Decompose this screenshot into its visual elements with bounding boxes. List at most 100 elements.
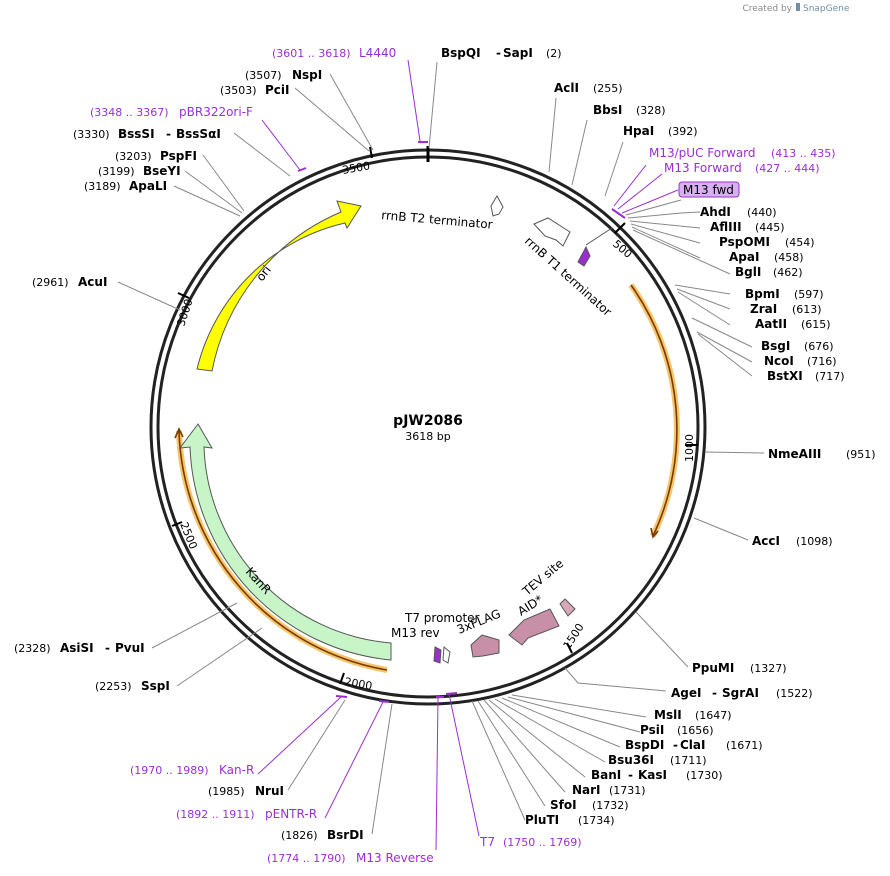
site-ncoi[interactable]: NcoI xyxy=(764,354,794,368)
orf-arc-right-line xyxy=(630,284,678,537)
site-pos: (462) xyxy=(773,266,803,279)
primer-l4440[interactable]: L4440 xyxy=(359,46,396,60)
feature-aid xyxy=(508,608,560,646)
site-hpai[interactable]: HpaI xyxy=(623,124,654,138)
primer-kan-r[interactable]: Kan-R xyxy=(219,763,254,777)
feature-tev-site xyxy=(559,598,576,617)
site-afliii[interactable]: AflIII xyxy=(710,220,742,234)
site-nspi[interactable]: NspI xyxy=(292,68,322,82)
tick-mark xyxy=(177,292,190,299)
primer-m13-puc-forward[interactable]: M13/pUC Forward xyxy=(649,146,756,160)
site-pos: (1734) xyxy=(578,814,615,827)
site-pos: (3507) xyxy=(245,69,282,82)
site-acli[interactable]: AclI xyxy=(554,81,579,95)
site-bsssai[interactable]: BssSαI xyxy=(176,127,221,141)
primer-m13-forward[interactable]: M13 Forward xyxy=(664,161,742,175)
site-leader-lines xyxy=(117,61,765,835)
site-pvui[interactable]: PvuI xyxy=(115,641,145,655)
leader-line xyxy=(233,132,291,177)
site-pspomi[interactable]: PspOMI xyxy=(719,235,770,249)
site-acci[interactable]: AccI xyxy=(752,534,780,548)
site-agei[interactable]: AgeI xyxy=(671,686,701,700)
site-pos: (2961) xyxy=(32,276,69,289)
leader-line xyxy=(176,627,263,687)
site-nrui[interactable]: NruI xyxy=(255,784,284,798)
site-msli[interactable]: MslI xyxy=(654,708,682,722)
leader-line xyxy=(117,281,181,311)
site-bstxi[interactable]: BstXI xyxy=(767,369,803,383)
site-sapi[interactable]: SapI xyxy=(503,46,533,60)
site-asisi[interactable]: AsiSI xyxy=(60,641,94,655)
primer-leader-lines xyxy=(257,59,679,851)
site-bspqi[interactable]: BspQI xyxy=(441,46,481,60)
primer-t7[interactable]: T7 xyxy=(479,835,495,849)
leader-line xyxy=(494,698,606,763)
primer-m13-reverse[interactable]: M13 Reverse xyxy=(356,851,434,865)
site-sgrai[interactable]: SgrAI xyxy=(722,686,759,700)
leader-line xyxy=(507,696,641,733)
site-aatii[interactable]: AatII xyxy=(755,317,787,331)
site-pos: (458) xyxy=(774,251,804,264)
leader-line xyxy=(613,164,647,207)
leader-line xyxy=(511,694,647,718)
leader-line xyxy=(696,331,753,363)
primer-range: (427 .. 444) xyxy=(755,162,820,175)
site-pcii[interactable]: PciI xyxy=(265,83,290,97)
m13-fwd-badge-label: M13 fwd xyxy=(683,183,734,197)
site-sfoi[interactable]: SfoI xyxy=(550,798,577,812)
site-ppumi[interactable]: PpuMI xyxy=(692,661,734,675)
tick-label-1000: 1000 xyxy=(683,434,696,462)
site-bsgi[interactable]: BsgI xyxy=(761,339,790,353)
site-bani[interactable]: BanI xyxy=(591,768,621,782)
primer-range: (3348 .. 3367) xyxy=(90,106,169,119)
primer-bar-pbr322 xyxy=(297,167,307,172)
site-zrai[interactable]: ZraI xyxy=(750,302,777,316)
site-bsrdi[interactable]: BsrDI xyxy=(327,828,364,842)
leader-line xyxy=(691,317,753,348)
site-nmeaiii[interactable]: NmeAIII xyxy=(768,447,821,461)
site-psii[interactable]: PsiI xyxy=(640,723,664,737)
site-acui[interactable]: AcuI xyxy=(78,275,107,289)
tick-mark xyxy=(614,222,626,234)
site-pos: (3503) xyxy=(220,84,257,97)
site-bseyi[interactable]: BseYI xyxy=(143,164,181,178)
site-kasi[interactable]: KasI xyxy=(638,768,667,782)
site-apali[interactable]: ApaLI xyxy=(129,179,167,193)
site-apai[interactable]: ApaI xyxy=(729,250,759,264)
site-bpmi[interactable]: BpmI xyxy=(745,287,780,301)
site-separator: - xyxy=(105,641,110,655)
site-pos: (445) xyxy=(755,221,785,234)
leader-line xyxy=(488,699,586,778)
feature-rrnb-t2 xyxy=(490,194,504,217)
leader-line xyxy=(631,226,701,259)
site-pos: (1327) xyxy=(750,662,787,675)
feature-rrnb-t1 xyxy=(533,217,571,247)
primer-pentr-r[interactable]: pENTR-R xyxy=(265,807,317,821)
site-pos: (613) xyxy=(792,303,822,316)
leader-line xyxy=(621,189,679,214)
primer-bar-pentr-r xyxy=(378,700,390,703)
leader-line xyxy=(329,73,374,151)
site-bbsi[interactable]: BbsI xyxy=(593,103,622,117)
m13-fwd-badge[interactable] xyxy=(678,181,740,198)
site-pos: (717) xyxy=(815,370,845,383)
feature-m13-fwd-arrow xyxy=(577,245,591,267)
plasmid-name: pJW2086 xyxy=(393,413,463,429)
site-nari[interactable]: NarI xyxy=(572,783,601,797)
tick-label-3500: 3500 xyxy=(341,159,371,177)
site-bsssi[interactable]: BssSI xyxy=(118,127,155,141)
snapgene-logo-icon xyxy=(796,3,800,11)
leader-line xyxy=(471,700,526,821)
site-bgli[interactable]: BglI xyxy=(735,265,761,279)
site-bspdi[interactable]: BspDI xyxy=(625,738,664,752)
leader-line xyxy=(630,223,701,244)
site-clai[interactable]: ClaI xyxy=(680,738,705,752)
primer-bar-t7 xyxy=(445,692,458,695)
site-bsu36i[interactable]: Bsu36I xyxy=(608,753,654,767)
site-pluti[interactable]: PluTI xyxy=(525,813,559,827)
primer-pbr322ori-f[interactable]: pBR322ori-F xyxy=(179,105,253,119)
site-pspfi[interactable]: PspFI xyxy=(160,149,197,163)
leader-line xyxy=(202,154,245,212)
site-sspi[interactable]: SspI xyxy=(141,679,170,693)
site-ahdi[interactable]: AhdI xyxy=(700,205,731,219)
